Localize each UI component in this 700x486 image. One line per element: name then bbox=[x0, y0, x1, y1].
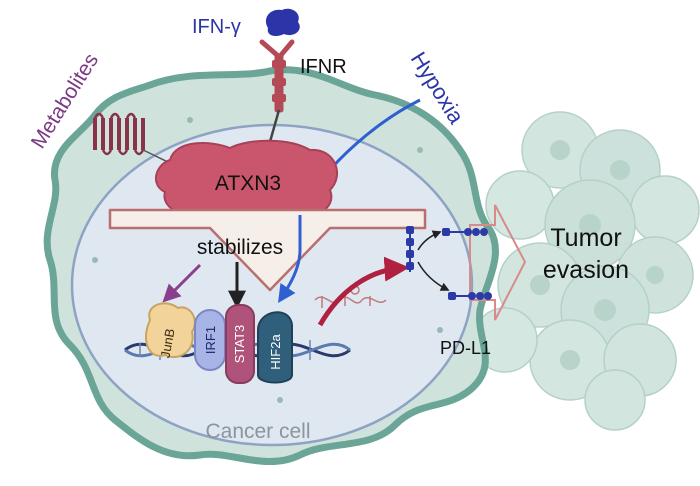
ifn-gamma-icon bbox=[265, 8, 300, 36]
ifn-receptor bbox=[259, 39, 295, 113]
ifnr-label: IFNR bbox=[300, 56, 347, 78]
tumor-label-line2: evasion bbox=[543, 256, 629, 284]
hypoxia-hif2a-arrow bbox=[278, 215, 302, 303]
cancer-cell-label: Cancer cell bbox=[205, 420, 310, 443]
pdl1-export-arrow-down bbox=[417, 261, 450, 291]
pdl1-membrane bbox=[406, 226, 414, 272]
stat3-label: STAT3 bbox=[232, 325, 247, 364]
tumor-label-line1: Tumor bbox=[550, 224, 621, 252]
junb-label: JunB bbox=[158, 327, 178, 359]
translation-arrow bbox=[317, 256, 410, 327]
ifn-gamma-label: IFN-γ bbox=[192, 16, 241, 38]
pdl1-export-arrow-up bbox=[417, 230, 442, 251]
transporter-protein bbox=[93, 112, 145, 156]
pdl1-exported-lower bbox=[448, 292, 492, 300]
atxn3-label: ATXN3 bbox=[215, 172, 281, 195]
junb-factor bbox=[145, 302, 196, 358]
stabilizes-label: stabilizes bbox=[197, 236, 283, 259]
irf1-label: IRF1 bbox=[203, 326, 218, 354]
metabolites-arrow bbox=[162, 263, 202, 303]
hif2a-label: HIF2a bbox=[268, 334, 283, 370]
stat3-factor bbox=[225, 304, 255, 384]
hif2a-factor bbox=[257, 311, 293, 384]
tumor-arrow bbox=[469, 204, 527, 321]
pdl1-exported-upper bbox=[442, 228, 488, 236]
pdl1-label: PD-L1 bbox=[440, 338, 491, 358]
